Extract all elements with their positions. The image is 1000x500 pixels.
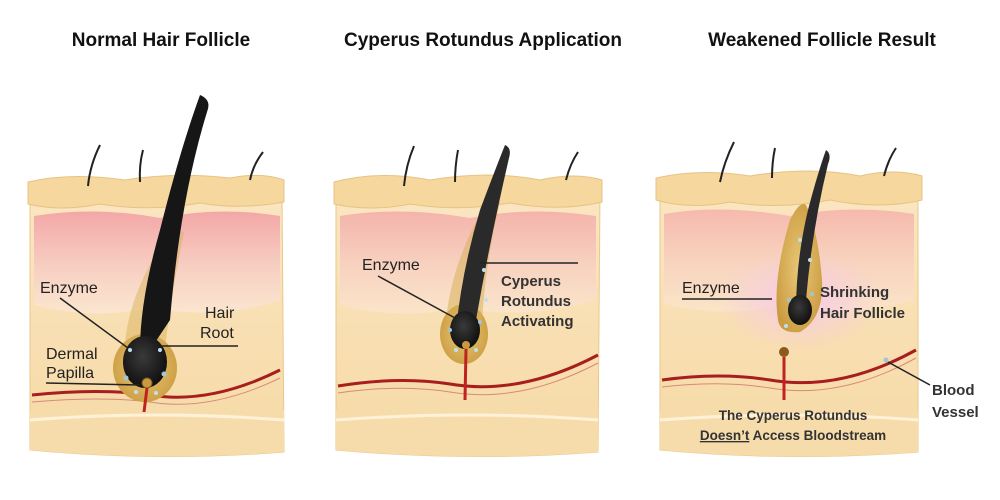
label-rotundus-2: Rotundus: [501, 293, 571, 310]
small-hair-icon: [138, 149, 144, 183]
small-hair-icon: [883, 147, 897, 177]
label-enzyme-3: Enzyme: [682, 280, 740, 297]
label-enzyme-2: Enzyme: [362, 257, 420, 274]
note-line-2: Doesn’t Access Bloodstream: [700, 428, 886, 443]
blood-vessel-line: [661, 348, 917, 385]
small-hair-icon: [249, 151, 264, 181]
leader-line: [377, 275, 456, 319]
leader-line: [45, 382, 141, 386]
label-cyperus-2: Cyperus: [501, 273, 561, 290]
label-root-1: Root: [200, 325, 234, 342]
blood-vessel-line: [337, 353, 599, 389]
leader-line: [887, 361, 931, 386]
leader-line: [59, 297, 129, 349]
panel-title-weakened: Weakened Follicle Result: [708, 30, 936, 51]
note-underlined-word: Doesn’t: [700, 428, 750, 443]
follicle-application: [440, 145, 510, 401]
small-hair-icon: [565, 151, 579, 181]
label-dermal-1: Dermal: [46, 346, 98, 363]
small-hair-icon: [87, 144, 101, 187]
note-rest: Access Bloodstream: [749, 428, 886, 443]
label-vessel-3: Vessel: [932, 404, 979, 421]
label-enzyme-1: Enzyme: [40, 280, 98, 297]
panel-title-normal: Normal Hair Follicle: [71, 30, 251, 51]
note-line-1: The Cyperus Rotundus: [719, 408, 868, 423]
small-hair-icon: [454, 149, 459, 183]
label-papilla-1: Papilla: [46, 365, 94, 382]
small-hair-icon: [771, 147, 776, 179]
label-blood-3: Blood: [932, 382, 975, 399]
follicle-weakened: [776, 150, 889, 400]
label-shrinking-3: Shrinking: [820, 284, 889, 301]
label-activating-2: Activating: [501, 313, 574, 330]
panel-title-application: Cyperus Rotundus Application: [344, 30, 622, 51]
label-hair-follicle-3: Hair Follicle: [820, 305, 905, 322]
follicle-normal: [113, 95, 209, 413]
label-hair-1: Hair: [205, 305, 235, 322]
small-hair-icon: [403, 145, 415, 187]
small-hair-icon: [719, 141, 735, 183]
